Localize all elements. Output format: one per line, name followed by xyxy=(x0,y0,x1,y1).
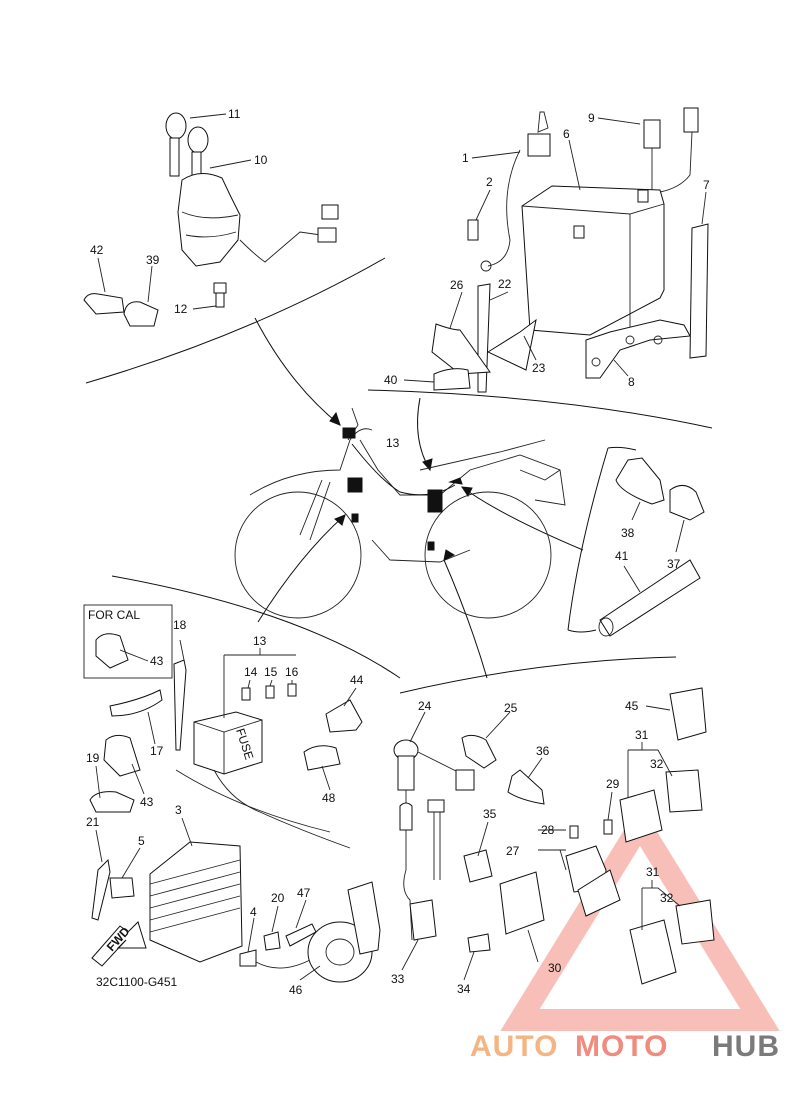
label-1: 1 xyxy=(462,151,469,165)
label-28: 28 xyxy=(541,823,555,837)
label-13-fuse: 13 xyxy=(253,634,267,648)
label-18: 18 xyxy=(173,618,187,632)
leader-lines-top-left xyxy=(97,113,252,310)
label-48: 48 xyxy=(322,791,336,805)
leader-lines-top-right xyxy=(403,117,707,383)
label-9: 9 xyxy=(588,111,595,125)
label-25: 25 xyxy=(504,701,518,715)
label-40: 40 xyxy=(384,373,398,387)
leader-lines-bottom-right xyxy=(401,705,681,981)
motorcycle-outline xyxy=(234,407,566,619)
label-14: 14 xyxy=(244,665,258,679)
label-43: 43 xyxy=(140,795,154,809)
watermark-moto: MOTO xyxy=(575,1030,668,1063)
label-46: 46 xyxy=(289,983,303,997)
label-43-box: 43 xyxy=(150,654,164,668)
label-16: 16 xyxy=(285,665,299,679)
label-30: 30 xyxy=(548,961,562,975)
label-19: 19 xyxy=(86,751,100,765)
label-39: 39 xyxy=(146,253,160,267)
label-33: 33 xyxy=(391,972,405,986)
label-31-top: 31 xyxy=(635,728,649,742)
label-5: 5 xyxy=(138,834,145,848)
part-labels: 11 10 42 39 12 1 2 6 9 7 26 22 23 8 40 1… xyxy=(86,107,710,997)
watermark-triangle xyxy=(500,804,780,1031)
label-20: 20 xyxy=(271,891,285,905)
label-21: 21 xyxy=(86,815,100,829)
label-41: 41 xyxy=(615,549,629,563)
label-10: 10 xyxy=(254,153,268,167)
watermark-text: AUTO MOTO HUB xyxy=(470,1030,780,1063)
label-38: 38 xyxy=(621,526,635,540)
label-22: 22 xyxy=(498,277,512,291)
label-7: 7 xyxy=(703,178,710,192)
label-47: 47 xyxy=(297,886,311,900)
leader-lines-bottom-left xyxy=(95,639,357,981)
battery-assembly xyxy=(431,107,709,393)
for-cal-label: FOR CAL xyxy=(88,608,140,622)
label-4: 4 xyxy=(250,905,257,919)
watermark-hub: HUB xyxy=(712,1030,780,1063)
label-35: 35 xyxy=(483,807,497,821)
label-11: 11 xyxy=(228,107,241,121)
label-26: 26 xyxy=(450,278,464,292)
section-dividers xyxy=(85,257,713,694)
label-31-bottom: 31 xyxy=(646,865,660,879)
for-cal-box xyxy=(83,604,173,679)
label-32-top: 32 xyxy=(650,757,664,771)
main-switch-assembly xyxy=(83,112,339,327)
label-12: 12 xyxy=(174,302,188,316)
label-27: 27 xyxy=(506,844,520,858)
label-6: 6 xyxy=(563,127,570,141)
bottom-left-parts xyxy=(89,633,381,983)
label-3: 3 xyxy=(175,803,182,817)
label-2: 2 xyxy=(486,175,493,189)
label-8: 8 xyxy=(628,375,635,389)
label-24: 24 xyxy=(418,699,432,713)
leader-lines-right-panel xyxy=(623,501,685,593)
label-45: 45 xyxy=(625,699,639,713)
label-15: 15 xyxy=(264,665,278,679)
label-44: 44 xyxy=(350,673,364,687)
label-34: 34 xyxy=(457,982,471,996)
label-29: 29 xyxy=(606,777,620,791)
label-36: 36 xyxy=(536,744,550,758)
watermark-auto: AUTO xyxy=(470,1030,558,1063)
drawing-code: 32C1100-G451 xyxy=(96,975,177,989)
bottom-right-parts xyxy=(393,687,715,985)
label-32-bottom: 32 xyxy=(660,891,674,905)
fwd-arrow xyxy=(91,921,147,967)
label-13-center: 13 xyxy=(386,436,400,450)
connector-arrows xyxy=(254,317,584,679)
label-42: 42 xyxy=(90,243,104,257)
label-37: 37 xyxy=(667,557,681,571)
clamp-tube-panel xyxy=(598,457,705,637)
label-23: 23 xyxy=(532,361,546,375)
label-17: 17 xyxy=(150,744,164,758)
